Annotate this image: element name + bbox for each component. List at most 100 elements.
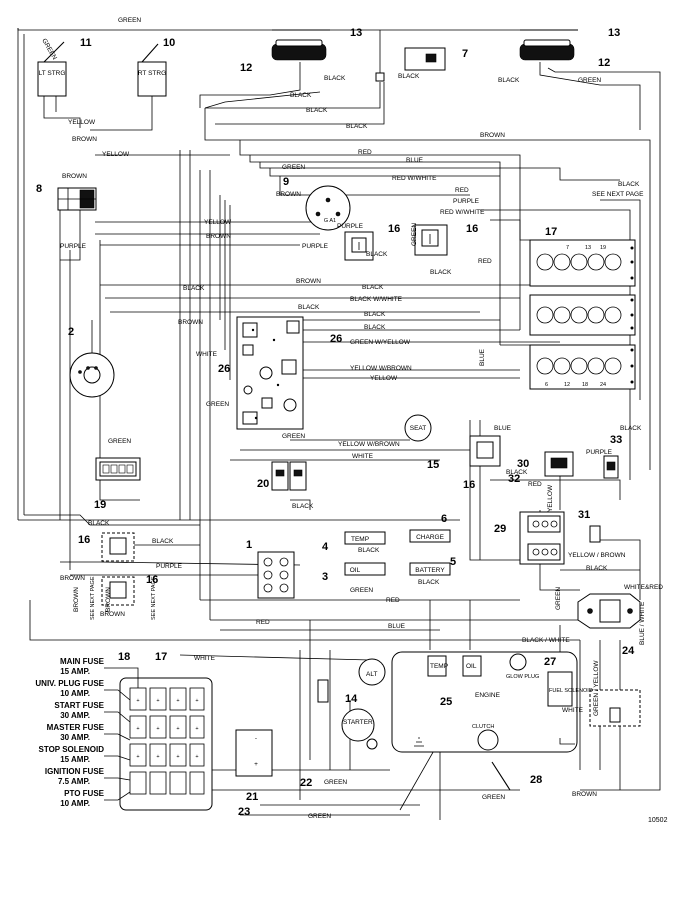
wire-label: PURPLE [337, 223, 364, 230]
svg-text:+: + [176, 698, 179, 704]
wire-label: WHITE [194, 655, 216, 662]
svg-text:6: 6 [441, 513, 447, 525]
wire-label: GREEN [118, 17, 141, 24]
fuse-rating: 30 AMP. [60, 711, 90, 720]
svg-text:20: 20 [257, 478, 269, 490]
svg-text:32: 32 [508, 473, 520, 485]
component-labels: ALT STARTER ENGINE TEMP OIL GLOW PLUG FU… [343, 663, 593, 730]
svg-text:31: 31 [578, 509, 590, 521]
wire-label: GREEN [578, 77, 601, 84]
svg-text:16: 16 [463, 479, 475, 491]
wire-label: BLACK [298, 304, 320, 311]
ignition-switch-9: G A1 [305, 185, 351, 231]
relay-16-e [101, 576, 135, 606]
wire-label: BLUE / WHITE [639, 601, 646, 645]
svg-text:-: - [255, 735, 257, 742]
wire-label: GREEN [324, 779, 347, 786]
starter-label: STARTER [343, 719, 373, 726]
fuse-name: START FUSE [54, 701, 104, 710]
fuse-rating: 30 AMP. [60, 733, 90, 742]
engine [391, 651, 578, 753]
wire-label: YELLOW [68, 119, 96, 126]
seat-label: SEAT [410, 425, 427, 432]
fuse-name: MAIN FUSE [60, 657, 105, 666]
see-next-page: SEE NEXT PAGE [151, 576, 157, 620]
see-next-page: SEE NEXT PAGE [592, 191, 644, 198]
ground-symbol [414, 737, 424, 747]
svg-text:+: + [195, 698, 198, 704]
wire-label: BLACK [346, 123, 368, 130]
wire-label: BLACK [306, 107, 328, 114]
wire-label: BLACK [498, 77, 520, 84]
fuse-rating: 7.5 AMP. [58, 777, 90, 786]
fuse-block: ++++ ++++ ++++ [119, 677, 213, 811]
relay-16-b [414, 224, 448, 256]
svg-text:+: + [176, 726, 179, 732]
wire-label: RED [358, 149, 372, 156]
fuse-rating: 15 AMP. [60, 667, 90, 676]
oil-gauge-3: OIL [344, 562, 386, 576]
wire-label: BLACK [292, 503, 314, 510]
wire-label: BLACK [366, 251, 388, 258]
wire-label: BROWN [178, 319, 203, 326]
solenoid-24 [577, 593, 641, 629]
svg-text:+: + [136, 726, 139, 732]
svg-text:19: 19 [94, 499, 106, 511]
switch-num-13: 13 [585, 245, 591, 251]
wire-label: BLACK [358, 547, 380, 554]
brake-switch [589, 689, 641, 727]
wire-label: YELLOW [204, 219, 232, 226]
wire-label: BLACK [364, 311, 386, 318]
wire-label: PURPLE [302, 243, 329, 250]
svg-text:21: 21 [246, 791, 258, 803]
fuse-rating: 10 AMP. [60, 689, 90, 698]
wire-label: RED W/WHITE [440, 209, 485, 216]
fuse-rating: 10 AMP. [60, 799, 90, 808]
seat-switch-15: SEAT [404, 414, 432, 442]
svg-text:3: 3 [322, 571, 328, 583]
fuse-name: PTO FUSE [64, 789, 105, 798]
svg-text:28: 28 [530, 774, 542, 786]
wire-label: YELLOW [370, 375, 398, 382]
wire-label: YELLOW / BROWN [568, 552, 626, 559]
relay-16-c [469, 435, 501, 467]
fuse-rating: 15 AMP. [60, 755, 90, 764]
rt-strg-switch: RT STRG [90, 43, 167, 131]
wire-label: BROWN [296, 278, 321, 285]
svg-text:1: 1 [246, 539, 252, 551]
connector-19 [95, 457, 141, 481]
temp-gauge-4: TEMP [344, 531, 386, 545]
wire-label: BROWN [276, 191, 301, 198]
wire-label: BLACK W/WHITE [350, 296, 403, 303]
svg-text:26: 26 [218, 363, 230, 375]
wire-label: BLUE [479, 348, 486, 366]
wire-label: BLACK [324, 75, 346, 82]
wire-label: BLACK [290, 92, 312, 99]
wire-label: BLUE [406, 157, 424, 164]
charge-label: CHARGE [416, 534, 444, 541]
svg-text:18: 18 [118, 651, 130, 663]
connector-1 [257, 551, 295, 599]
see-next-page: SEE NEXT PAGE [90, 576, 96, 620]
lt-strg-switch: LT STRG [37, 41, 81, 128]
svg-text:+: + [136, 754, 139, 760]
fuse-leaders [104, 667, 139, 801]
wire-label: BROWN [62, 173, 87, 180]
clutch-label: CLUTCH [472, 724, 494, 730]
wire-label: BLACK [362, 284, 384, 291]
alt-label: ALT [366, 671, 377, 678]
battery-gauge-5: BATTERY [409, 562, 451, 576]
fuel-solenoid-label: FUEL SOLENOID [549, 688, 593, 694]
battery-label: BATTERY [415, 567, 445, 574]
lamp-right [519, 29, 578, 61]
wire-label: BROWN [105, 587, 112, 612]
engine-label: ENGINE [475, 692, 501, 699]
fuse-name: UNIV. PLUG FUSE [35, 679, 104, 688]
switch-num-18: 18 [582, 382, 588, 388]
wire-label: GREEN [411, 223, 418, 246]
svg-text:17: 17 [545, 226, 557, 238]
svg-text:16: 16 [466, 223, 478, 235]
wire-label: BLACK [586, 565, 608, 572]
